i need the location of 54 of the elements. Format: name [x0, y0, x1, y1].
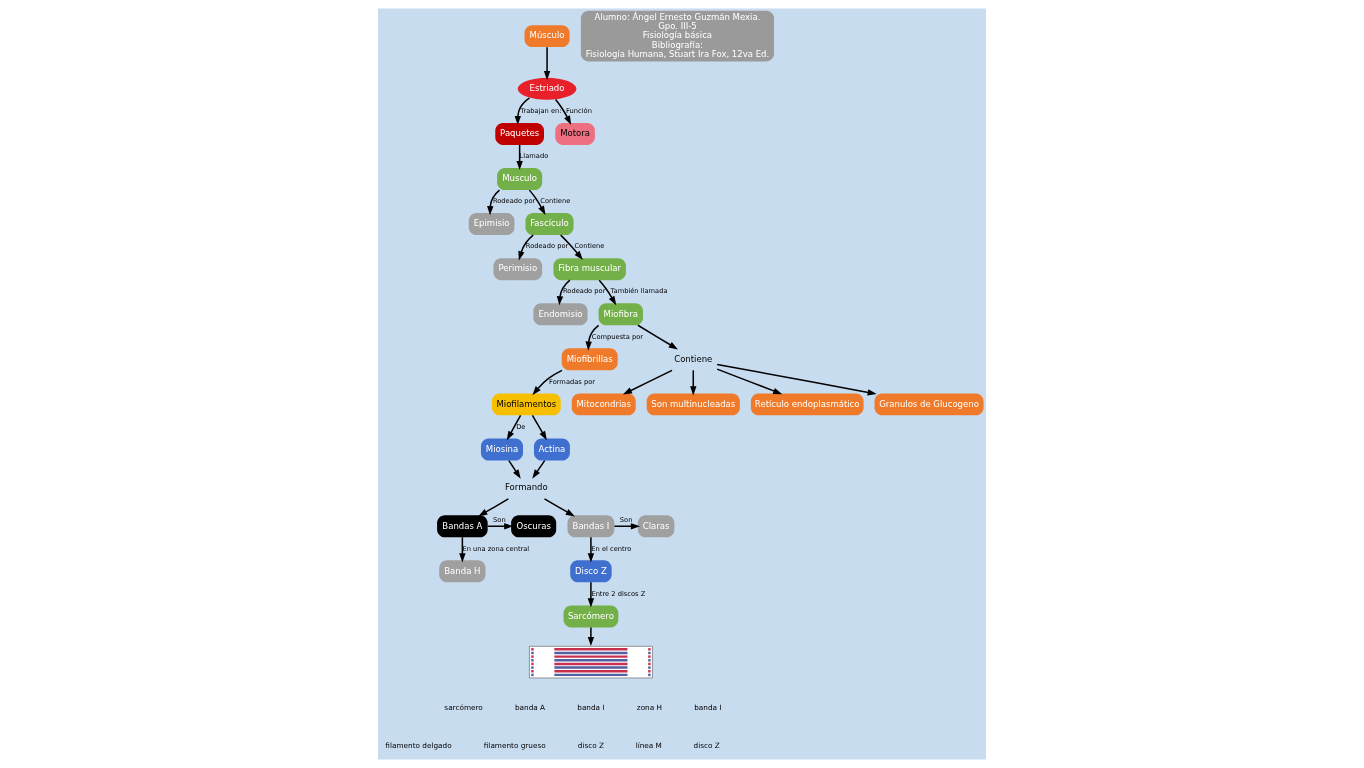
arrow: [587, 536, 595, 563]
arrow: [514, 97, 531, 126]
arrow: [716, 368, 783, 395]
node-box: Sarcómero: [563, 605, 619, 628]
arrow: [622, 369, 673, 395]
node-box: Miofilamentos: [491, 393, 561, 416]
node-text: Formando: [505, 482, 548, 493]
arrow: [508, 459, 521, 479]
node-box: Miofibrillas: [561, 348, 618, 371]
arrow: [556, 279, 571, 306]
arrow: [532, 369, 563, 396]
arrow: [543, 498, 575, 517]
arrow: [528, 189, 546, 215]
arrow: [585, 324, 600, 351]
node-box: Alumno: Ángel Ernesto Guzmán Mexia. Gpo. III-5 Fisiología básica Bibliografía: Fisiología Humana, Stuart Ira Fox, 12va Ed.: [580, 10, 774, 62]
node-box: Son multinucleadas: [646, 393, 740, 416]
node-box: Banda H: [439, 560, 486, 583]
node-box: Musculo: [497, 168, 543, 190]
arrow: [559, 234, 583, 260]
node-box: Retículo endoplasmático: [750, 393, 864, 416]
node-box: Fascículo: [525, 213, 574, 236]
node-ellipse: Estriado: [517, 77, 577, 100]
node-box: Perimisio: [493, 258, 543, 281]
arrow: [518, 234, 534, 261]
arrow: [716, 363, 877, 396]
node-box: Fibra muscular: [553, 258, 626, 281]
node-box: Miosina: [480, 438, 523, 461]
arrow: [598, 279, 617, 306]
arrow: [486, 523, 514, 530]
node-box: Granulos de Glucogeno: [874, 393, 984, 416]
node-box: Endomisio: [533, 303, 588, 326]
arrow: [587, 626, 595, 647]
arrow: [587, 581, 595, 608]
node-box: Bandas A: [437, 515, 488, 538]
node-box: Epimisio: [468, 213, 515, 236]
node-box: Oscuras: [511, 515, 557, 538]
node-box: Paquetes: [495, 122, 544, 145]
arrow: [532, 459, 546, 479]
node-text: Contiene: [674, 353, 713, 364]
arrow: [554, 98, 572, 125]
arrow: [613, 523, 641, 530]
node-box: Claras: [637, 515, 675, 538]
arrow: [487, 189, 501, 216]
arrow: [543, 46, 551, 81]
node-box: Mitocondrias: [571, 393, 636, 416]
node-box: Músculo: [524, 25, 570, 48]
arrow: [478, 498, 510, 517]
arrow: [506, 414, 522, 441]
arrow: [531, 414, 547, 441]
node-box: Disco Z: [570, 560, 612, 583]
node-box: Motora: [555, 122, 595, 145]
arrow: [637, 324, 678, 350]
node-box: Miofibra: [598, 303, 643, 326]
node-box: Actina: [533, 438, 570, 461]
